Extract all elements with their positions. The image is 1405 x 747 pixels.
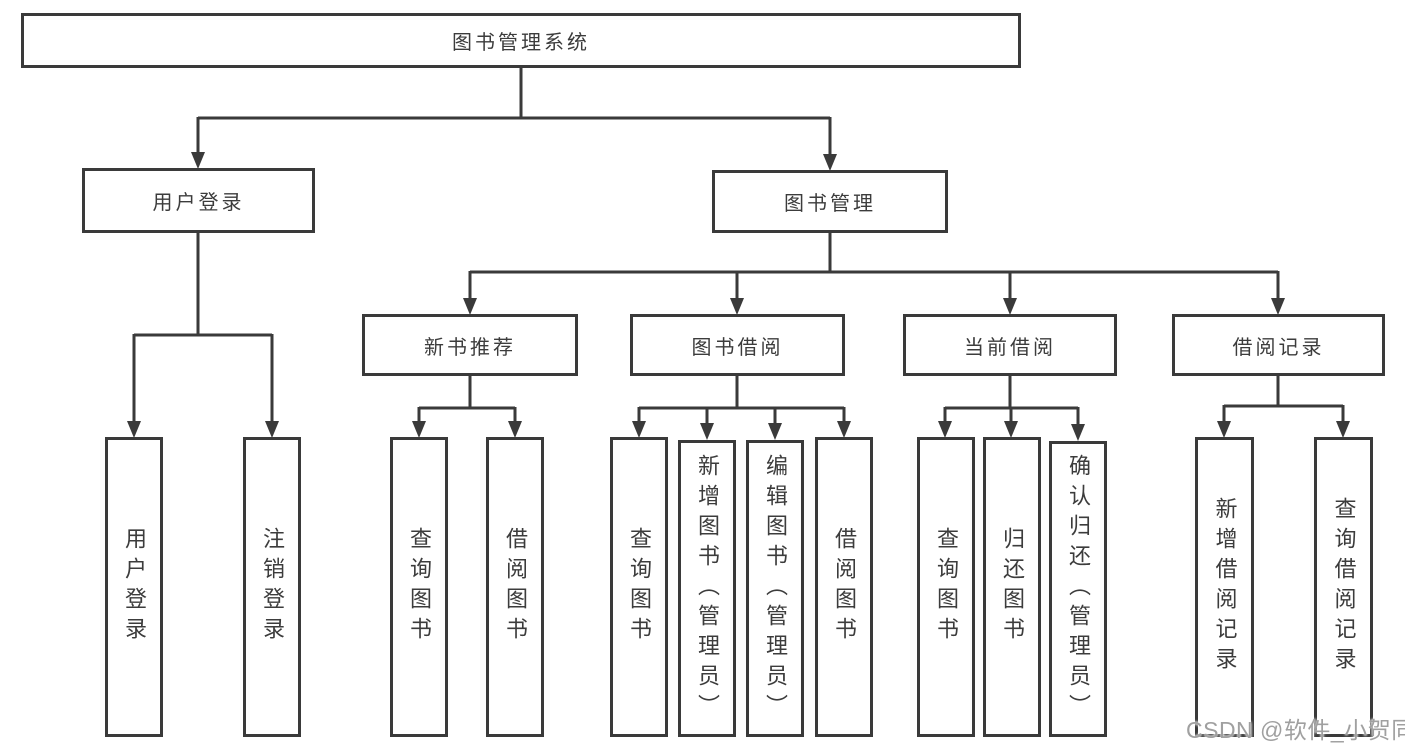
- csdn-watermark: CSDN @软件_小贺同学: [1186, 717, 1405, 743]
- node-current-borrowing: 当前借阅: [903, 314, 1117, 376]
- leaf-borrow-books-borrowing: 借阅图书: [815, 437, 873, 737]
- leaf-label: 编辑图书（管理员）: [763, 453, 788, 724]
- leaf-return-books: 归还图书: [983, 437, 1041, 737]
- arrowhead-down-icon: [823, 154, 837, 171]
- arrowhead-down-icon: [265, 421, 279, 438]
- leaf-label: 借阅图书: [503, 527, 528, 647]
- arrowhead-down-icon: [127, 421, 141, 438]
- leaf-label: 用户登录: [122, 527, 147, 647]
- arrowhead-down-icon: [1071, 424, 1085, 441]
- leaf-query-borrow-record: 查询借阅记录: [1314, 437, 1373, 737]
- arrowhead-down-icon: [1217, 421, 1231, 438]
- leaf-borrow-books-recommend: 借阅图书: [486, 437, 544, 737]
- leaf-add-borrow-record: 新增借阅记录: [1195, 437, 1254, 737]
- node-label: 借阅记录: [1232, 336, 1325, 359]
- connector-bookmgmt-to-level3: [468, 233, 1280, 299]
- node-label: 图书管理系统: [452, 32, 590, 54]
- arrowhead-down-icon: [730, 298, 744, 315]
- node-new-book-recommend: 新书推荐: [362, 314, 578, 376]
- arrowhead-down-icon: [938, 421, 952, 438]
- leaf-label: 新增图书（管理员）: [695, 453, 720, 724]
- leaf-label: 新增借阅记录: [1212, 497, 1238, 677]
- leaf-edit-books-admin: 编辑图书（管理员）: [746, 440, 804, 737]
- leaf-label: 注销登录: [260, 527, 285, 647]
- node-book-borrowing: 图书借阅: [630, 314, 845, 376]
- leaf-label: 借阅图书: [832, 527, 857, 647]
- node-label: 当前借阅: [964, 336, 1056, 359]
- leaf-confirm-return-admin: 确认归还（管理员）: [1049, 441, 1107, 737]
- arrowhead-down-icon: [412, 421, 426, 438]
- arrowhead-down-icon: [463, 298, 477, 315]
- connector-userlogin-to-leaves: [132, 233, 274, 422]
- connector-recommend-to-leaves: [417, 376, 517, 422]
- leaf-query-books-current: 查询图书: [917, 437, 975, 737]
- node-library-management-system: 图书管理系统: [21, 13, 1021, 68]
- arrowhead-down-icon: [837, 421, 851, 438]
- leaf-query-books-borrowing: 查询图书: [610, 437, 668, 737]
- leaf-label: 查询借阅记录: [1331, 497, 1357, 677]
- arrowhead-down-icon: [700, 423, 714, 440]
- node-user-login: 用户登录: [82, 168, 315, 233]
- node-label: 新书推荐: [424, 336, 516, 359]
- leaf-logout: 注销登录: [243, 437, 301, 737]
- node-label: 图书管理: [784, 193, 876, 215]
- arrowhead-down-icon: [1004, 421, 1018, 438]
- node-borrowing-records: 借阅记录: [1172, 314, 1385, 376]
- leaf-label: 查询图书: [407, 527, 432, 647]
- leaf-label: 确认归还（管理员）: [1066, 454, 1091, 724]
- leaf-label: 归还图书: [1000, 527, 1025, 647]
- node-label: 图书借阅: [691, 336, 784, 359]
- leaf-label: 查询图书: [934, 527, 959, 647]
- connector-root-to-level2: [196, 68, 832, 154]
- arrowhead-down-icon: [191, 152, 205, 169]
- arrowhead-down-icon: [1271, 298, 1285, 315]
- arrowhead-down-icon: [508, 421, 522, 438]
- arrowhead-down-icon: [768, 423, 782, 440]
- leaf-label: 查询图书: [627, 527, 652, 647]
- leaf-user-login: 用户登录: [105, 437, 163, 737]
- leaf-add-books-admin: 新增图书（管理员）: [678, 440, 736, 737]
- node-label: 用户登录: [152, 192, 245, 214]
- connector-borrowing-to-leaves: [637, 376, 846, 424]
- leaf-query-books-recommend: 查询图书: [390, 437, 448, 737]
- connector-current-to-leaves: [943, 376, 1080, 425]
- connector-records-to-leaves: [1222, 376, 1345, 422]
- arrowhead-down-icon: [632, 421, 646, 438]
- arrowhead-down-icon: [1003, 298, 1017, 315]
- node-book-management: 图书管理: [712, 170, 948, 233]
- arrowhead-down-icon: [1336, 421, 1350, 438]
